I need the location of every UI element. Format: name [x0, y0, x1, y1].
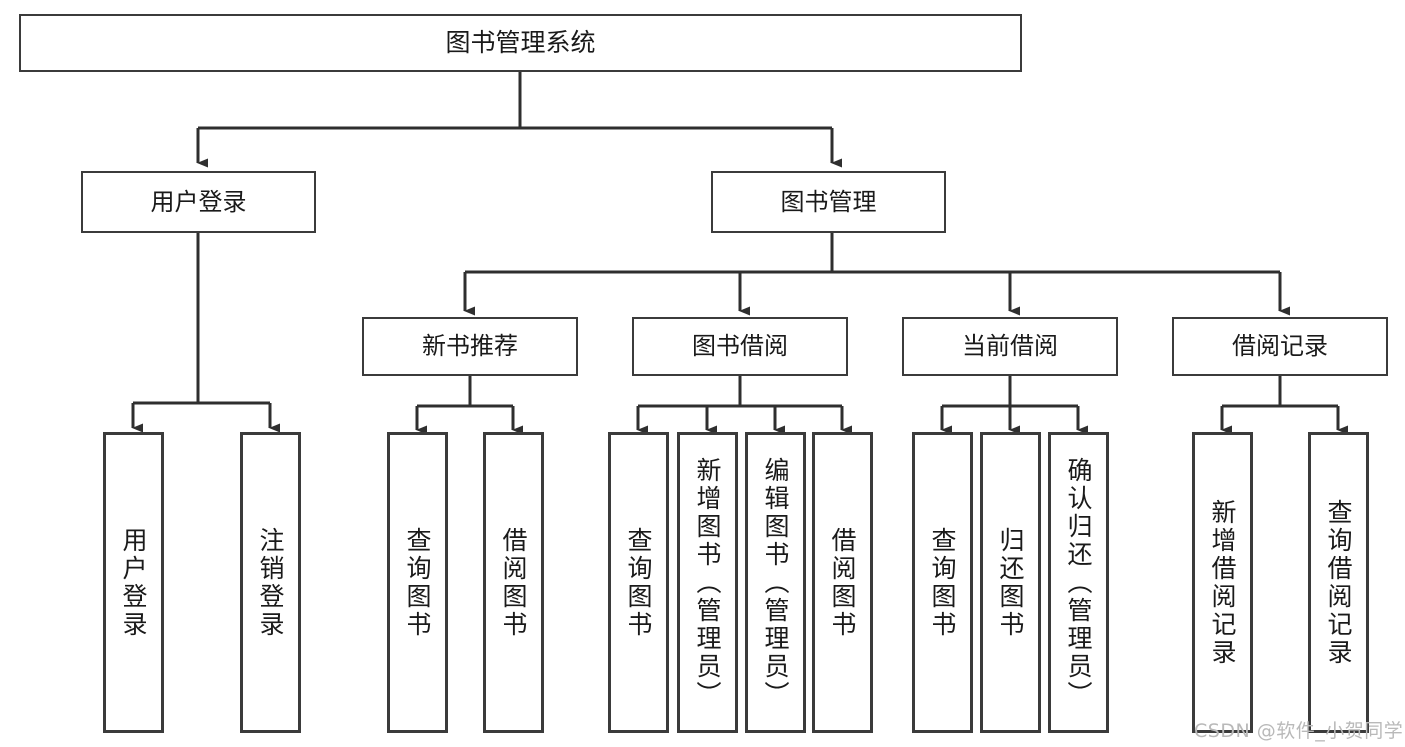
leaf-borrow-borrow-book-label: 借阅图书 — [828, 526, 857, 639]
leaf-user-login-login[interactable]: 用户登录 — [103, 432, 164, 733]
leaf-record-add-record-label: 新增借阅记录 — [1208, 498, 1237, 667]
node-new-book-recommend-label: 新书推荐 — [422, 332, 518, 361]
leaf-user-login-login-label: 用户登录 — [119, 526, 148, 639]
node-new-book-recommend[interactable]: 新书推荐 — [362, 317, 578, 376]
leaf-recommend-borrow-book[interactable]: 借阅图书 — [483, 432, 544, 733]
csdn-watermark: CSDN @软件_小贺同学 — [1194, 720, 1404, 742]
leaf-current-query-book[interactable]: 查询图书 — [912, 432, 973, 733]
node-borrow-record-label: 借阅记录 — [1232, 332, 1328, 361]
leaf-current-return-book[interactable]: 归还图书 — [980, 432, 1041, 733]
node-root[interactable]: 图书管理系统 — [19, 14, 1022, 72]
leaf-recommend-borrow-book-label: 借阅图书 — [499, 526, 528, 639]
leaf-user-login-logout[interactable]: 注销登录 — [240, 432, 301, 733]
leaf-borrow-add-book-label: 新增图书（管理员） — [693, 456, 722, 709]
node-book-management[interactable]: 图书管理 — [711, 171, 946, 233]
node-current-borrow-label: 当前借阅 — [962, 332, 1058, 361]
leaf-record-query-record-label: 查询借阅记录 — [1324, 498, 1353, 667]
node-borrow-record[interactable]: 借阅记录 — [1172, 317, 1388, 376]
leaf-borrow-add-book[interactable]: 新增图书（管理员） — [677, 432, 738, 733]
leaf-borrow-edit-book-label: 编辑图书（管理员） — [761, 456, 790, 709]
leaf-recommend-query-book-label: 查询图书 — [403, 526, 432, 639]
node-root-label: 图书管理系统 — [445, 28, 596, 58]
leaf-borrow-query-book-label: 查询图书 — [624, 526, 653, 639]
node-user-login-label: 用户登录 — [150, 187, 247, 216]
leaf-record-add-record[interactable]: 新增借阅记录 — [1192, 432, 1253, 733]
leaf-recommend-query-book[interactable]: 查询图书 — [387, 432, 448, 733]
node-user-login[interactable]: 用户登录 — [81, 171, 316, 233]
node-current-borrow[interactable]: 当前借阅 — [902, 317, 1118, 376]
leaf-current-return-book-label: 归还图书 — [996, 526, 1025, 639]
leaf-current-confirm-return-label: 确认归还（管理员） — [1064, 456, 1093, 709]
leaf-borrow-borrow-book[interactable]: 借阅图书 — [812, 432, 873, 733]
leaf-record-query-record[interactable]: 查询借阅记录 — [1308, 432, 1369, 733]
leaf-borrow-edit-book[interactable]: 编辑图书（管理员） — [745, 432, 806, 733]
leaf-current-confirm-return[interactable]: 确认归还（管理员） — [1048, 432, 1109, 733]
leaf-user-login-logout-label: 注销登录 — [256, 526, 285, 639]
node-book-borrow[interactable]: 图书借阅 — [632, 317, 848, 376]
leaf-current-query-book-label: 查询图书 — [928, 526, 957, 639]
leaf-borrow-query-book[interactable]: 查询图书 — [608, 432, 669, 733]
node-book-borrow-label: 图书借阅 — [692, 332, 788, 361]
node-book-management-label: 图书管理 — [780, 187, 877, 216]
